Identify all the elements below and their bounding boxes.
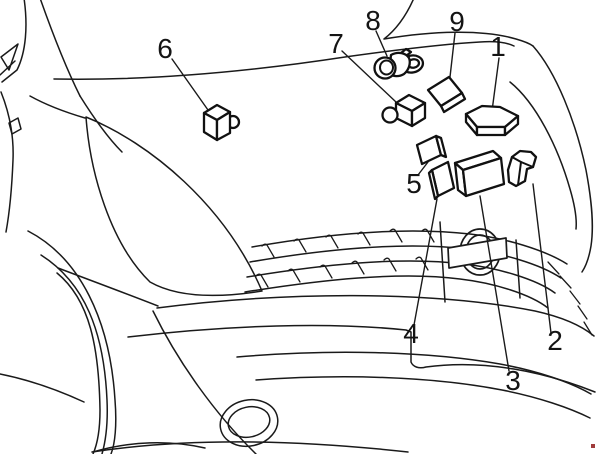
leader-line-9 [449, 32, 456, 78]
hood-edge [53, 40, 515, 80]
front-wheel [27, 230, 206, 454]
callout-label-2: 2 [547, 325, 563, 356]
grille-hatching [255, 228, 593, 336]
right-fender [532, 45, 594, 273]
right-headlight [509, 81, 577, 230]
leader-line-6 [171, 58, 209, 111]
component-6 [202, 103, 241, 142]
watermark-dot [591, 444, 595, 448]
component-2 [506, 149, 538, 188]
component-5 [415, 134, 448, 166]
grille [244, 221, 568, 309]
fog-light [219, 398, 279, 448]
left-headlight [85, 116, 263, 297]
component-8 [373, 47, 425, 80]
callout-label-4: 4 [403, 318, 419, 349]
nissan-badge [447, 228, 508, 276]
bumper [0, 294, 596, 454]
leader-line-5 [417, 161, 429, 176]
cowl-line [383, 0, 534, 47]
leader-line-1 [491, 57, 500, 112]
component-4 [427, 160, 456, 201]
component-3 [453, 149, 506, 198]
callout-labels: 1 2 3 4 5 6 7 8 9 [157, 5, 563, 396]
leader-line-3 [479, 195, 510, 372]
component-1 [464, 104, 520, 137]
leader-line-7 [341, 50, 397, 103]
callout-label-6: 6 [157, 33, 173, 64]
component-7 [381, 93, 427, 128]
callout-label-5: 5 [406, 168, 422, 199]
component-9 [426, 75, 467, 114]
callout-label-1: 1 [490, 31, 506, 62]
components [202, 47, 538, 201]
a-pillar [0, 0, 123, 233]
leader-lines [171, 30, 552, 372]
callout-label-3: 3 [505, 365, 521, 396]
callout-label-9: 9 [449, 6, 465, 37]
callout-label-7: 7 [328, 28, 344, 59]
leader-line-2 [532, 183, 552, 334]
leader-line-8 [375, 30, 388, 57]
leader-line-4 [413, 198, 438, 326]
callout-label-8: 8 [365, 5, 381, 36]
fender-seam [57, 267, 159, 307]
